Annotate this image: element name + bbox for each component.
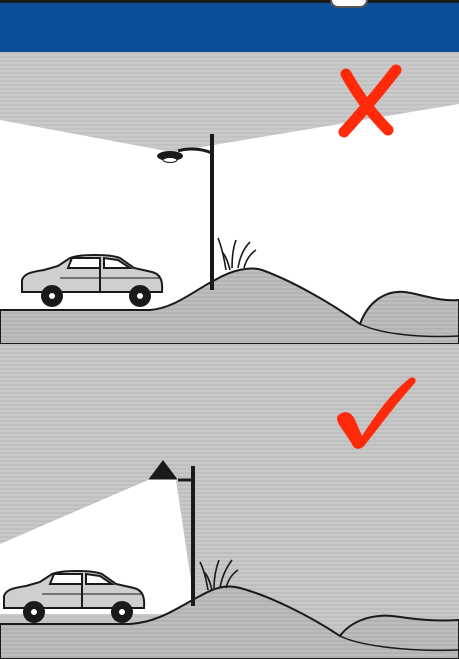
title-banner	[0, 0, 459, 52]
panel-correct-lighting	[0, 344, 459, 659]
scene-incorrect	[0, 52, 459, 344]
scene-correct	[0, 344, 459, 659]
panel-incorrect-lighting	[0, 52, 459, 344]
banner-tab	[330, 0, 368, 8]
